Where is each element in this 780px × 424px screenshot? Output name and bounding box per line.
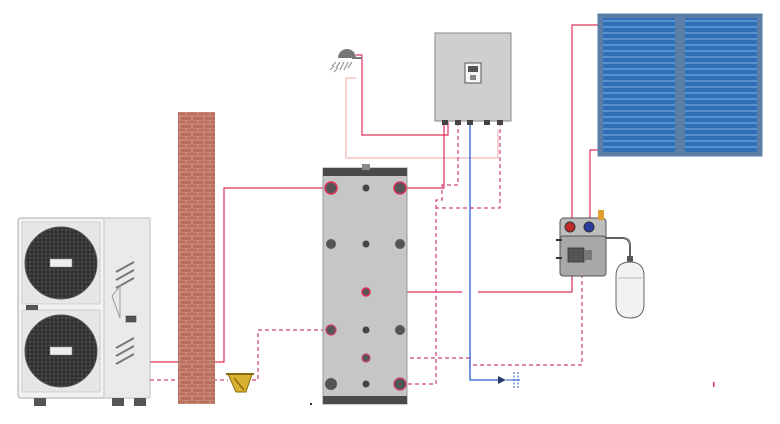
tank-port-list	[324, 181, 407, 391]
hot-pipe-solar	[571, 24, 600, 222]
return-dashed-control-2	[436, 122, 501, 209]
pump-icon	[567, 247, 592, 263]
outdoor-unit	[17, 217, 151, 406]
return-dashed-control	[402, 122, 459, 385]
fan-icon	[24, 314, 98, 388]
hot-pipe-control-tank	[402, 122, 445, 189]
valve-icon	[498, 372, 520, 388]
storage-tank	[322, 164, 408, 405]
strainer-icon	[226, 373, 254, 393]
hot-pipe-outdoor-tank	[150, 187, 331, 363]
brick-wall	[178, 112, 215, 404]
pipe-network	[150, 24, 631, 388]
small-mark	[310, 403, 312, 405]
display-icon	[464, 62, 482, 84]
solar-collectors	[597, 13, 763, 157]
shower-icon	[329, 49, 362, 73]
small-mark	[713, 382, 715, 387]
hot-pipe-shower-control	[356, 54, 449, 136]
hot-pipe-solar-2	[589, 149, 600, 218]
light-pipe-loop	[345, 78, 499, 159]
cold-pipe	[469, 122, 498, 381]
expansion-pipe	[604, 237, 631, 260]
control-unit	[434, 32, 512, 125]
fan-icon	[24, 226, 98, 300]
expansion-vessel	[615, 256, 645, 319]
solar-pump-station	[556, 210, 607, 277]
return-dashed-outdoor	[150, 329, 331, 381]
